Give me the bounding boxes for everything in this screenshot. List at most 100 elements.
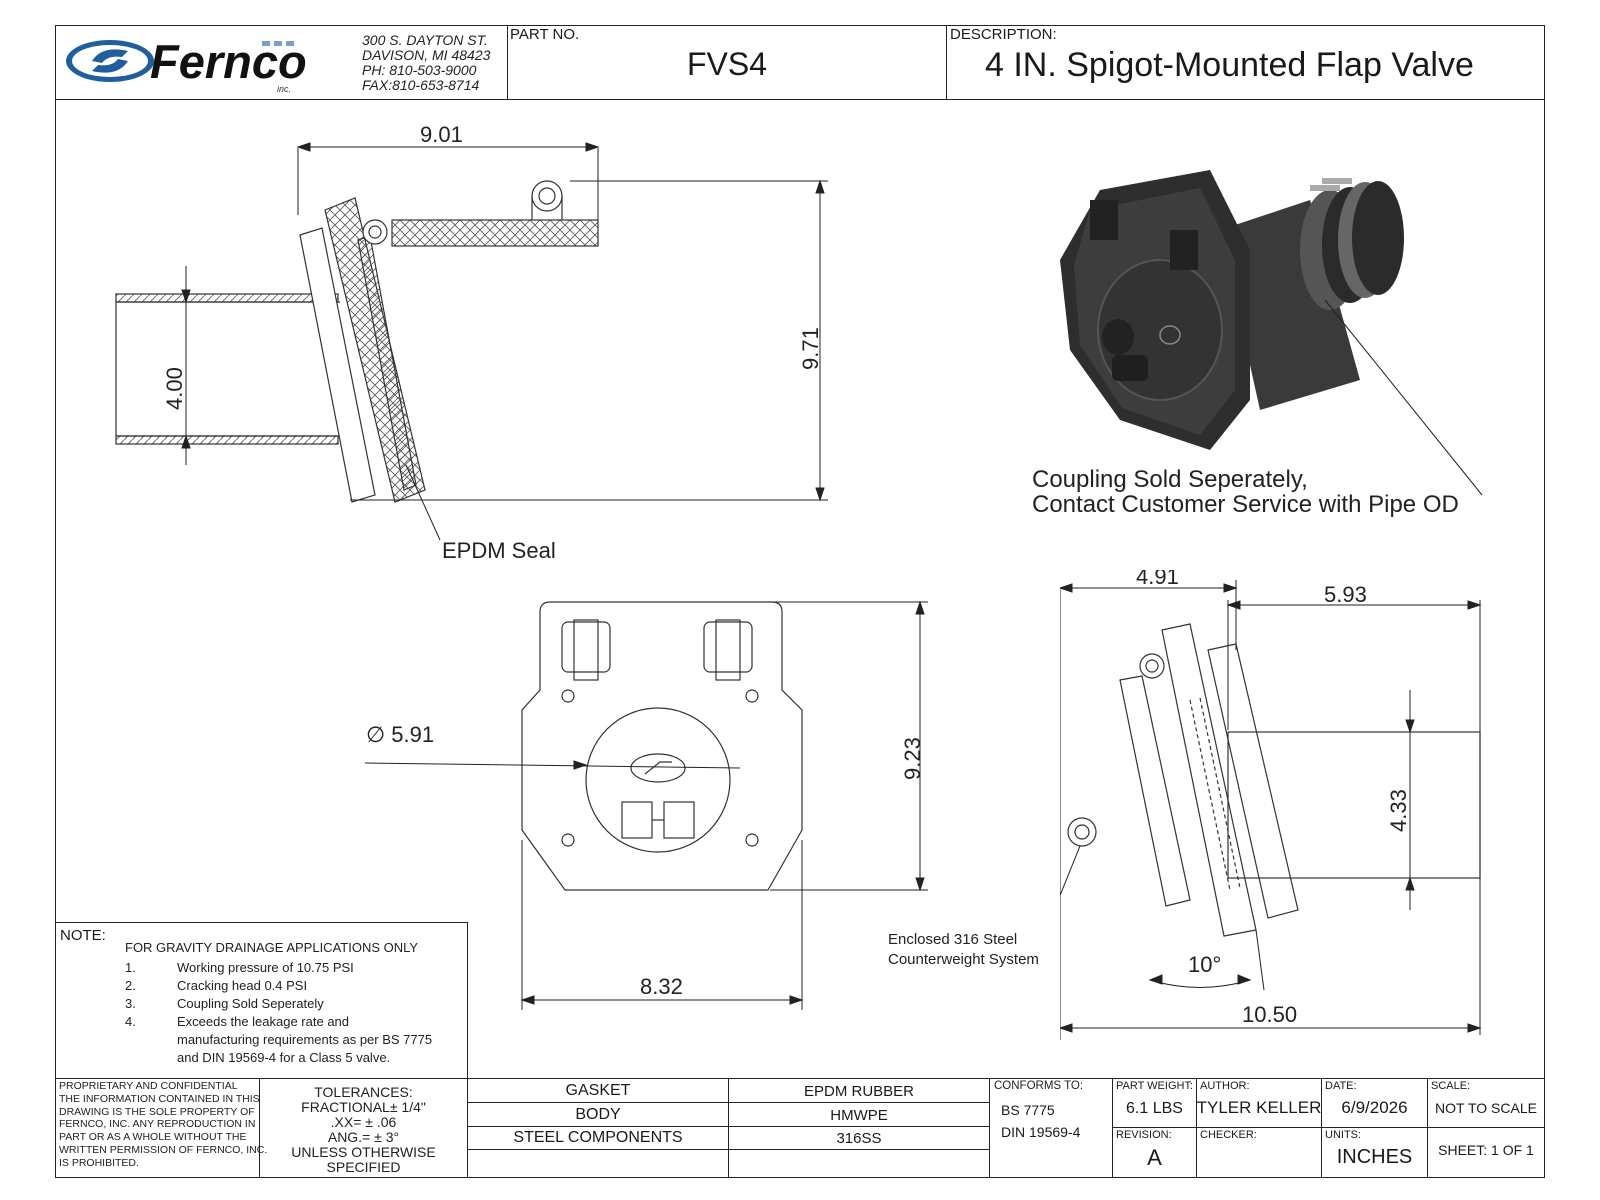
coupling-callout-line: Contact Customer Service with Pipe OD	[1032, 491, 1459, 518]
tolerance-line: TOLERANCES:	[314, 1084, 413, 1100]
hinge-left-pin	[573, 619, 599, 681]
note-item: 4. Exceeds the leakage rate and	[125, 1014, 465, 1032]
tolerance-line: FRACTIONAL± 1/4"	[301, 1099, 426, 1115]
material-spec: 316SS	[836, 1130, 882, 1147]
counterweight-callout: Enclosed 316 Steel Counterweight System	[888, 930, 1039, 970]
dim-right-pipe: 4.33	[1386, 789, 1411, 832]
proprietary-line: WRITTEN PERMISSION OF FERNCO, INC.	[59, 1143, 268, 1156]
checker-label: CHECKER:	[1200, 1129, 1257, 1141]
hinge-right-pin	[715, 619, 741, 681]
sheet-cell	[1427, 1127, 1545, 1178]
counterweight-callout-line: Counterweight System	[888, 951, 1039, 968]
address-line: FAX:810-653-8714	[362, 77, 480, 93]
counterweight-right	[663, 801, 695, 839]
material-spec: HMWPE	[830, 1107, 888, 1124]
counterweight-left	[621, 801, 653, 839]
note-text-continued: manufacturing requirements as per BS 777…	[177, 1032, 433, 1047]
dim-side-pipe: 4.00	[162, 367, 187, 410]
notes-heading: FOR GRAVITY DRAINAGE APPLICATIONS ONLY	[125, 940, 419, 955]
coupling-render	[1220, 178, 1404, 410]
dim-side-height: 9.71	[798, 327, 823, 370]
date-label: DATE:	[1325, 1080, 1357, 1092]
part-number: FVS4	[686, 46, 768, 82]
coupling-callout: Coupling Sold Seperately, Contact Custom…	[1032, 467, 1459, 517]
proprietary-line: DRAWING IS THE SOLE PROPERTY OF	[59, 1105, 255, 1118]
dim-right-overall: 10.50	[1242, 1002, 1297, 1027]
hinge-pin	[362, 219, 388, 245]
author-label: AUTHOR:	[1200, 1080, 1250, 1092]
proprietary-line: FERNCO, INC. ANY REPRODUCTION IN	[59, 1118, 256, 1131]
fernco-logo: Fernco inc.	[66, 35, 307, 94]
date: 6/9/2026	[1341, 1098, 1408, 1117]
note-text: Coupling Sold Seperately	[177, 996, 324, 1011]
bolt-hole	[745, 689, 759, 703]
notes-title: NOTE:	[60, 927, 106, 944]
flap-logo-icon	[630, 753, 686, 783]
address-line: PH: 810-503-9000	[362, 62, 477, 78]
note-text: Cracking head 0.4 PSI	[177, 978, 308, 993]
gasket-section	[299, 227, 376, 503]
note-item: 3. Coupling Sold Seperately	[125, 996, 465, 1014]
right-eyelet	[1067, 817, 1097, 847]
material-component: STEEL COMPONENTS	[513, 1129, 683, 1146]
right-flange	[1207, 643, 1299, 919]
counterweight-arm	[391, 219, 599, 247]
note-number: 2.	[125, 978, 136, 993]
note-number: 1.	[125, 960, 136, 975]
counterweight-callout-line: Enclosed 316 Steel	[888, 931, 1018, 948]
note-text: Exceeds the leakage rate and	[177, 1014, 350, 1029]
epdm-seal-label: EPDM Seal	[442, 538, 556, 563]
proprietary-line: IS PROHIBITED.	[59, 1156, 139, 1169]
logo-wordmark: Fernco	[150, 35, 307, 88]
note-number: 3.	[125, 996, 136, 1011]
bolt-hole	[745, 833, 759, 847]
conforms-label: CONFORMS TO:	[994, 1080, 1084, 1092]
proprietary-line: THE INFORMATION CONTAINED IN THIS	[59, 1092, 260, 1105]
tolerance-line: UNLESS OTHERWISE SPECIFIED	[291, 1144, 436, 1175]
note-item: 2. Cracking head 0.4 PSI	[125, 978, 465, 996]
iso-view	[1060, 170, 1483, 496]
right-flap	[1119, 675, 1191, 907]
material-spec: EPDM RUBBER	[803, 1083, 915, 1100]
note-item: 1. Working pressure of 10.75 PSI	[125, 960, 465, 978]
tolerance-line: ANG.= ± 3°	[327, 1129, 400, 1145]
address-line: 300 S. DAYTON ST.	[362, 32, 488, 48]
part-no-label: PART NO.	[510, 26, 580, 43]
pipe-wall-top	[115, 293, 339, 303]
part-weight-label: PART WEIGHT:	[1116, 1080, 1194, 1092]
conforms-standard: BS 7775	[1001, 1102, 1055, 1118]
proprietary-line: PROPRIETARY AND CONFIDENTIAL	[59, 1080, 238, 1092]
description-text: 4 IN. Spigot-Mounted Flap Valve	[985, 46, 1474, 84]
note-text-continued: and DIN 19569-4 for a Class 5 valve.	[177, 1050, 391, 1065]
dim-right-top-right: 5.93	[1324, 582, 1367, 607]
dim-side-width: 9.01	[420, 122, 463, 147]
valve-body-render	[1060, 170, 1250, 450]
material-row	[728, 1149, 990, 1178]
description-label: DESCRIPTION:	[950, 26, 1057, 43]
scale-label: SCALE:	[1431, 1080, 1471, 1092]
hinge-left	[561, 621, 611, 673]
coupling-callout-line: Coupling Sold Seperately,	[1032, 466, 1308, 493]
hinge-right	[703, 621, 753, 673]
tolerance-line: .XX= ± .06	[330, 1114, 397, 1130]
material-row	[467, 1149, 729, 1178]
revision-label: REVISION:	[1116, 1129, 1172, 1141]
address-line: DAVISON, MI 48423	[362, 47, 491, 63]
note-number: 4.	[125, 1014, 136, 1029]
front-body-outline	[521, 601, 803, 891]
company-address: 300 S. DAYTON ST. DAVISON, MI 48423 PH: …	[362, 33, 490, 93]
dim-right-top-left: 4.91	[1136, 570, 1179, 589]
note-text: Working pressure of 10.75 PSI	[177, 960, 354, 975]
material-component: GASKET	[565, 1082, 631, 1099]
arm-eyelet	[531, 180, 563, 212]
right-pipe	[1227, 731, 1481, 879]
right-view: 4.91 5.93 4.33 10° 10.50	[1060, 570, 1482, 1040]
side-view: 9.01 9.71 4.00 EPDM Seal	[115, 122, 828, 563]
dim-right-angle: 10°	[1188, 952, 1221, 977]
part-weight: 6.1 LBS	[1126, 1100, 1183, 1117]
sheet-number: SHEET: 1 OF 1	[1438, 1142, 1534, 1158]
right-hinge	[1139, 653, 1165, 679]
units: INCHES	[1336, 1146, 1413, 1168]
dim-front-width: 8.32	[640, 974, 683, 999]
revision: A	[1147, 1145, 1162, 1170]
